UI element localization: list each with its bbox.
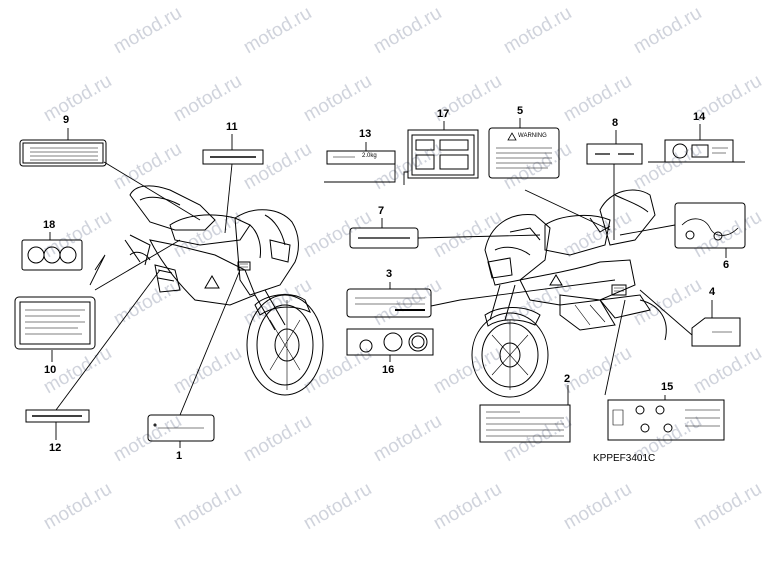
decal-10 <box>14 296 96 350</box>
callout-1: 1 <box>176 450 183 462</box>
callout-4: 4 <box>709 286 716 298</box>
callout-10: 10 <box>44 364 57 376</box>
callout-12: 12 <box>49 442 62 454</box>
decal-4 <box>691 317 741 347</box>
decal-2 <box>479 404 571 443</box>
callout-15: 15 <box>661 381 674 393</box>
callout-6: 6 <box>723 259 730 271</box>
decal-5 <box>488 127 560 179</box>
decal-13 <box>326 150 396 165</box>
decal-17 <box>407 129 479 179</box>
decal-8 <box>586 143 643 165</box>
decal-12 <box>25 409 90 423</box>
callout-5: 5 <box>517 105 524 117</box>
decal-15 <box>607 399 725 441</box>
decal-14 <box>664 139 734 163</box>
callout-13: 13 <box>359 128 372 140</box>
left-motorcycle <box>124 185 324 396</box>
decal-9 <box>19 139 107 167</box>
callout-7: 7 <box>378 205 385 217</box>
right-motorcycle <box>471 189 667 398</box>
callout-18: 18 <box>43 219 56 231</box>
decal-5-warning-text: WARNING <box>518 133 547 139</box>
callout-9: 9 <box>63 114 70 126</box>
callout-14: 14 <box>693 111 706 123</box>
decal-3 <box>346 288 432 318</box>
decal-16 <box>346 328 434 356</box>
callout-17: 17 <box>437 108 450 120</box>
decal-6 <box>674 202 746 249</box>
callout-3: 3 <box>386 268 393 280</box>
decal-7 <box>349 227 419 249</box>
diagram-code: KPPEF3401C <box>593 453 656 464</box>
decal-11 <box>202 149 264 165</box>
callout-16: 16 <box>382 364 395 376</box>
callout-2: 2 <box>564 373 571 385</box>
decal-13-weight-text: 2.0kg <box>362 153 377 159</box>
callout-11: 11 <box>226 121 238 133</box>
decal-1 <box>147 414 215 442</box>
decal-18 <box>21 239 83 271</box>
callout-8: 8 <box>612 117 619 129</box>
leader-lines <box>49 118 745 448</box>
